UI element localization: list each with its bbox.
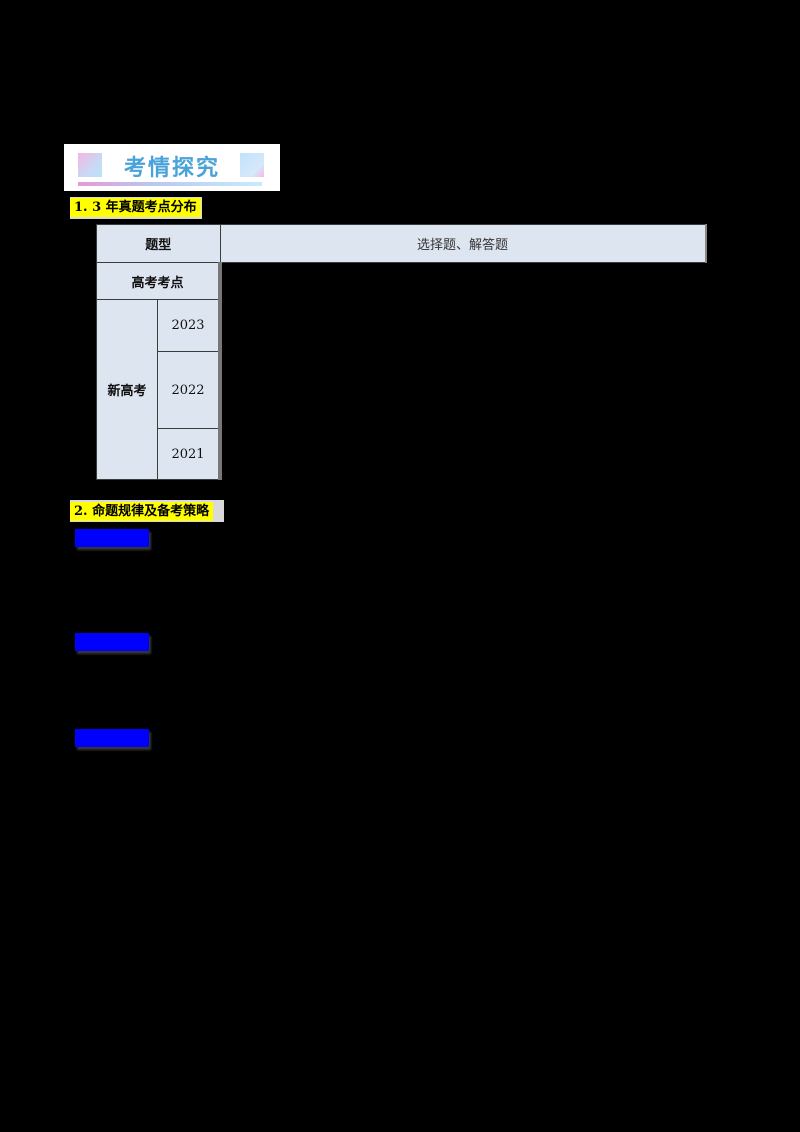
year-cell: 2021	[157, 428, 221, 480]
section-banner: 考情探究	[64, 144, 280, 191]
exam-points-label-cell: 高考考点	[96, 262, 221, 300]
exam-points-table: 题型 选择题、解答题 高考考点 新高考 2023 2022 2021	[96, 224, 707, 480]
group-label-cell: 新高考	[96, 299, 158, 480]
banner-title: 考情探究	[123, 156, 220, 181]
section-heading-strategy: 2. 命题规律及备考策略	[70, 502, 214, 521]
strategy-link[interactable]: 【备考策略】	[75, 633, 149, 651]
type-value-cell: 选择题、解答题	[219, 224, 707, 263]
section-heading-distribution: 1. 3 年真题考点分布	[70, 198, 201, 217]
rule-link[interactable]: 【命题规律】	[75, 529, 149, 547]
prediction-link[interactable]: 【命题预测】	[75, 729, 149, 747]
year-content-cell	[218, 351, 706, 429]
exam-points-value-cell	[218, 262, 706, 300]
year-content-cell	[218, 428, 706, 480]
type-label-cell: 题型	[96, 224, 221, 263]
year-content-cell	[218, 299, 706, 352]
banner-underline	[78, 182, 262, 186]
year-cell: 2022	[157, 351, 221, 429]
banner-decoration-right	[240, 153, 264, 177]
year-cell: 2023	[157, 299, 221, 352]
banner-decoration-left	[78, 153, 102, 177]
